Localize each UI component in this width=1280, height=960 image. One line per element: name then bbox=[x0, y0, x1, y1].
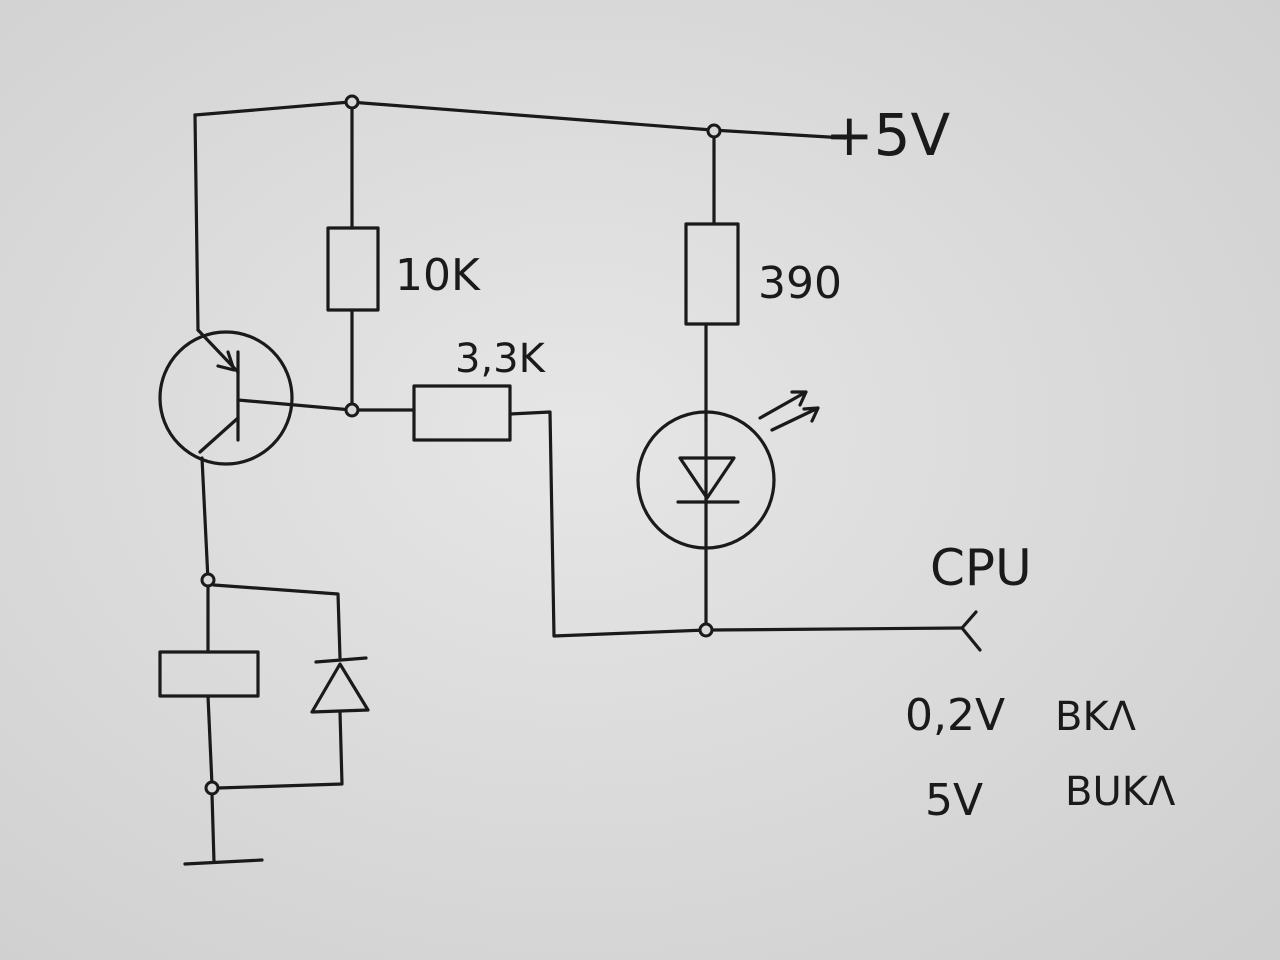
resistor-3k3-label: 3,3K bbox=[455, 336, 547, 382]
transistor-collector-lead bbox=[198, 416, 240, 454]
ground-symbol bbox=[183, 858, 264, 866]
diode-bottom-wire bbox=[216, 710, 344, 790]
resistor-390 bbox=[684, 222, 740, 326]
collector-wire bbox=[200, 456, 210, 582]
relay-bottom-wire bbox=[206, 694, 214, 787]
output-label: CPU bbox=[930, 539, 1032, 597]
led-light-arrow bbox=[758, 390, 808, 420]
supply-rail bbox=[193, 100, 847, 140]
note-voltage-on: 0,2V bbox=[905, 690, 1005, 741]
flyback-diode-bar bbox=[314, 656, 368, 664]
relay-top-node bbox=[200, 572, 216, 588]
output-junction-node bbox=[698, 622, 714, 638]
output-arrow bbox=[960, 610, 982, 652]
output-wire bbox=[710, 626, 964, 632]
emitter-wire bbox=[193, 113, 200, 332]
resistor-390-label: 390 bbox=[758, 258, 842, 309]
r2-to-output-wire bbox=[508, 410, 708, 638]
note-state-on: BKΛ bbox=[1055, 694, 1137, 740]
base-junction-node bbox=[344, 402, 360, 418]
resistor-10k-label: 10K bbox=[395, 250, 481, 301]
note-state-off: BUKΛ bbox=[1065, 769, 1176, 815]
ground-wire bbox=[210, 792, 216, 864]
transistor-symbol bbox=[158, 330, 294, 466]
led-light-arrow bbox=[770, 406, 820, 432]
diode-top-wire bbox=[212, 583, 342, 660]
base-wire bbox=[236, 398, 354, 412]
emitter-arrow bbox=[216, 350, 236, 372]
note-voltage-off: 5V bbox=[925, 775, 983, 826]
supply-label: +5V bbox=[825, 101, 950, 169]
relay-bottom-node bbox=[204, 780, 220, 796]
junction-node bbox=[706, 123, 722, 139]
junction-node bbox=[344, 94, 360, 110]
